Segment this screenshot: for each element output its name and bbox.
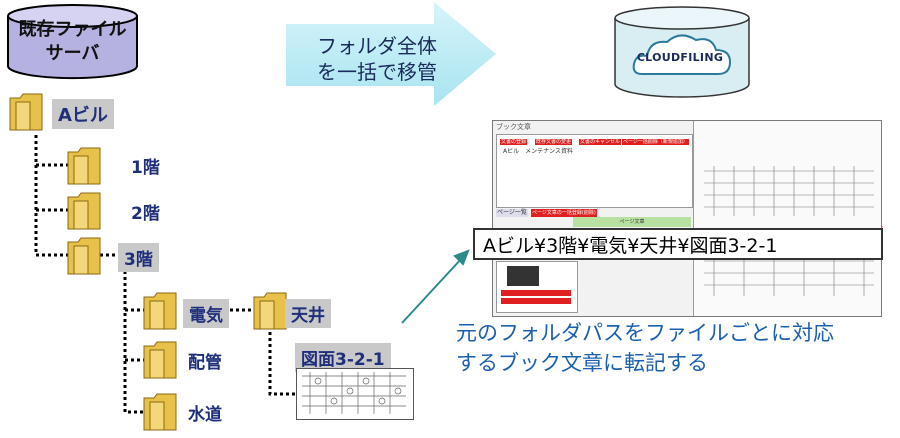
migrate-arrow bbox=[286, 2, 496, 106]
cancel-button[interactable]: 文書のキャンセル bbox=[579, 139, 622, 145]
pages-bulk-button[interactable]: ページ文章の一括登録(削除) bbox=[531, 209, 597, 217]
folder-label-root: Aビル bbox=[52, 99, 114, 129]
folder-icon bbox=[143, 292, 177, 330]
folder-label-water: 水道 bbox=[188, 405, 222, 425]
cloud-database bbox=[614, 6, 750, 98]
file-label-drawing: 図面3-2-1 bbox=[295, 343, 391, 372]
migrate-label: フォルダ全体 を一括で移管 bbox=[317, 34, 437, 84]
page-toolbar[interactable] bbox=[501, 290, 571, 296]
page-text-header: ページ文章 bbox=[573, 217, 691, 227]
cloud-service-name: CLOUDFILING bbox=[636, 51, 724, 64]
folder-icon bbox=[67, 237, 101, 275]
folder-label-floor1: 1階 bbox=[131, 158, 160, 178]
folder-icon bbox=[143, 341, 177, 379]
panel-title: ブック文章 bbox=[496, 123, 531, 131]
folder-path-text: Aビル¥3階¥電気¥天井¥図面3-2-1 bbox=[473, 228, 883, 260]
folder-icon bbox=[67, 147, 101, 185]
caption: 元のフォルダパスをファイルごとに対応 するブック文章に転記する bbox=[456, 321, 834, 375]
pointer-arrow bbox=[401, 249, 470, 324]
folder-icon bbox=[9, 93, 43, 131]
folder-label-electric: 電気 bbox=[183, 299, 229, 328]
drawing-thumbnail bbox=[296, 368, 414, 420]
folder-label-piping: 配管 bbox=[188, 353, 222, 373]
bulk-delete-button[interactable]: ページ一括削除（新規追加） bbox=[622, 139, 689, 145]
folder-label-floor3: 3階 bbox=[118, 243, 159, 272]
page-thumbnail[interactable] bbox=[507, 266, 539, 286]
source-server-label: 既存ファイル サーバ bbox=[18, 19, 127, 64]
folder-label-floor2: 2階 bbox=[131, 204, 160, 224]
page-thumbnail-list bbox=[496, 261, 578, 313]
app-screenshot: ブック文章 文書の登録 既存文書の変更 文書のキャンセル ページ一括削除（新規追… bbox=[492, 120, 882, 317]
folder-label-ceiling: 天井 bbox=[285, 299, 331, 328]
source-server-database bbox=[5, 2, 140, 82]
folder-icon bbox=[67, 192, 101, 230]
folder-icon bbox=[253, 292, 287, 330]
page-toolbar[interactable] bbox=[501, 298, 571, 304]
doc-text: Aビル メンテナンス資料 bbox=[503, 148, 573, 155]
pages-tab[interactable]: ページ一覧 bbox=[496, 209, 528, 217]
cloud-icon bbox=[632, 34, 732, 75]
edit-button[interactable]: 既存文書の変更 bbox=[535, 139, 573, 145]
drawing-preview bbox=[693, 121, 881, 316]
folder-icon bbox=[143, 393, 177, 431]
register-button[interactable]: 文書の登録 bbox=[500, 139, 528, 145]
book-doc-panel: 文書の登録 既存文書の変更 文書のキャンセル ページ一括削除（新規追加） Aビル… bbox=[496, 134, 693, 208]
database-icon bbox=[7, 4, 138, 80]
drawing-preview-graphic bbox=[704, 166, 874, 296]
